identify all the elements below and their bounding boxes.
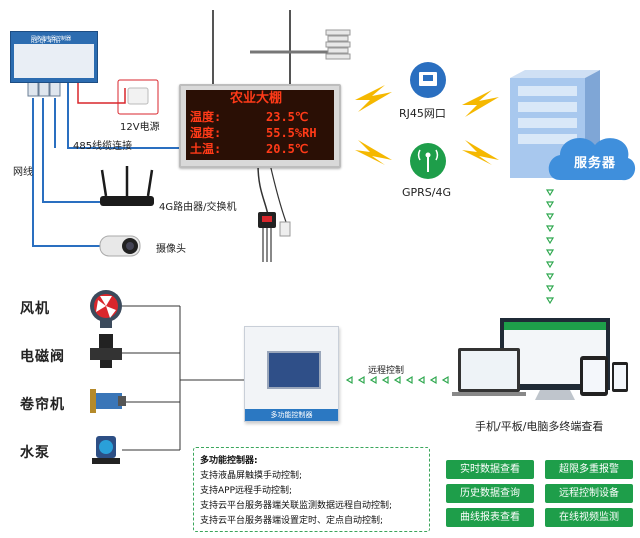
equipment-label-valve: 电磁阀 (20, 349, 65, 365)
led-row-temp-value: 23.5℃ (266, 110, 309, 124)
rj45-port-icon (410, 62, 446, 98)
camera-label: 摄像头 (156, 244, 186, 255)
terminals-icon (452, 318, 628, 400)
control-cabinet: 多功能控制器 (244, 326, 339, 422)
probe-cable (257, 163, 269, 216)
roller-motor-icon (90, 389, 126, 413)
network-cable-label: 网线 (13, 167, 33, 178)
router-cable (42, 98, 100, 203)
feature-badge-alarm: 超限多重报警 (545, 460, 633, 479)
cabinet-label: 多功能控制器 (245, 409, 338, 421)
controller-feature-title: 多功能控制器: (200, 456, 258, 466)
controller-feature-line: 支持APP远程手动控制; (200, 486, 293, 496)
feature-badge-report: 曲线报表查看 (446, 508, 534, 527)
feature-badge-remote: 远程控制设备 (545, 484, 633, 503)
feature-badge-history: 历史数据查询 (446, 484, 534, 503)
feature-badge-realtime: 实时数据查看 (446, 460, 534, 479)
gprs-antenna-icon (410, 143, 446, 179)
rs485-line (67, 81, 180, 149)
weather-shield-icon (325, 29, 351, 60)
downlink-arrows (545, 189, 555, 305)
connector-icon (279, 221, 291, 237)
feature-badge-video: 在线视频监测 (545, 508, 633, 527)
camera-cable (32, 98, 100, 247)
device-model: RS-QF-4-Tin (31, 39, 61, 45)
remote-control-label: 远程控制 (368, 366, 405, 376)
server-label: 服务器 (574, 156, 617, 171)
power-label: 12V电源 (120, 122, 160, 133)
cabinet-touchscreen (267, 351, 321, 389)
led-row-soil-temp-label: 土温: (190, 142, 222, 156)
equipment-label-pump: 水泵 (20, 445, 50, 461)
led-row-humidity-label: 湿度: (190, 126, 222, 140)
gprs-label: GPRS/4G (402, 186, 452, 199)
controller-feature-box: 多功能控制器: 支持液晶屏触摸手动控制; 支持APP远程手动控制; 支持云平台服… (193, 447, 430, 532)
led-row-soil-temp-value: 20.5℃ (266, 142, 309, 156)
remote-control-arrows (345, 375, 449, 385)
power-adapter-icon (117, 79, 159, 115)
led-row-temp-label: 温度: (190, 110, 222, 124)
power-wire (77, 81, 126, 104)
terminals-label: 手机/平板/电脑多终端查看 (475, 420, 604, 433)
equipment-label-fan: 风机 (20, 301, 50, 317)
equipment-bracket (122, 305, 244, 451)
rj45-label: RJ45网口 (399, 107, 446, 120)
cloud-icon (548, 137, 636, 181)
controller-feature-line: 支持云平台服务器端设置定时、定点自动控制; (200, 516, 384, 526)
wireless-signal-icon (355, 85, 499, 165)
router-icon (100, 166, 154, 206)
water-pump-icon (92, 436, 120, 464)
controller-feature-line: 支持云平台服务器端关联监测数据远程自动控制; (200, 501, 393, 511)
led-row-humidity-value: 55.5%RH (266, 126, 317, 140)
rs485-label: 485线缆连接 (73, 141, 133, 152)
solenoid-valve-icon (90, 334, 122, 368)
router-label: 4G路由器/交换机 (159, 202, 237, 213)
fan-icon (90, 290, 122, 328)
camera-icon (99, 235, 141, 257)
controller-feature-line: 支持液晶屏触摸手动控制; (200, 471, 303, 481)
equipment-label-roller: 卷帘机 (20, 397, 65, 413)
led-display-screen: 农业大棚 温度: 23.5℃ 湿度: 55.5%RH 土温: 20.5℃ (179, 84, 341, 168)
relay-controller-device: 网络继电器控制器 RS-QF-4-Tin (10, 31, 98, 83)
network-plug-icon (27, 81, 61, 97)
device-title: 网络继电器控制器 (31, 36, 72, 42)
led-title: 农业大棚 (230, 91, 283, 106)
